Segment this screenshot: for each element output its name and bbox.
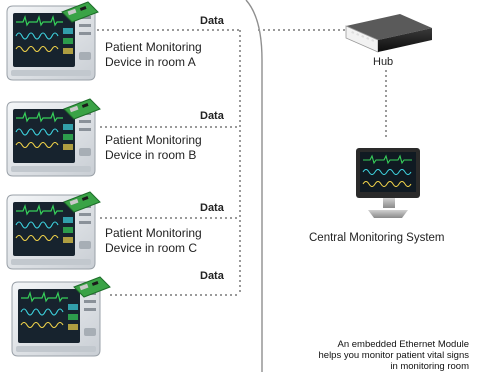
device-label-room-c: Patient Monitoring Device in room C xyxy=(105,226,202,256)
device-label-line: Device in room B xyxy=(105,148,197,162)
data-label-room-b: Data xyxy=(200,110,224,122)
footer-note: An embedded Ethernet Module helps you mo… xyxy=(259,339,470,372)
device-label-room-b: Patient Monitoring Device in room B xyxy=(105,133,202,163)
patient-monitor-icon xyxy=(6,1,99,81)
footer-line: helps you monitor patient vital signs xyxy=(318,350,470,361)
data-connectors xyxy=(92,29,387,296)
device-label-line: Device in room A xyxy=(105,55,196,69)
computer-monitor-icon xyxy=(356,148,420,218)
patient-monitor-icon xyxy=(6,191,101,270)
device-label-line: Patient Monitoring xyxy=(105,40,202,54)
device-label-line: Patient Monitoring xyxy=(105,133,202,147)
data-label-room-d: Data xyxy=(200,270,224,282)
footer-line: An embedded Ethernet Module xyxy=(337,339,469,350)
device-label-room-a: Patient Monitoring Device in room A xyxy=(105,40,202,70)
patient-monitor-icon xyxy=(6,98,101,177)
data-label-room-a: Data xyxy=(200,15,224,27)
footer-line: in monitoring room xyxy=(390,361,469,372)
network-hub-icon xyxy=(345,14,432,53)
data-label-room-c: Data xyxy=(200,202,224,214)
patient-monitor-icon xyxy=(11,276,111,357)
device-label-line: Device in room C xyxy=(105,241,198,255)
device-label-line: Patient Monitoring xyxy=(105,226,202,240)
section-divider xyxy=(245,0,263,372)
central-monitoring-label: Central Monitoring System xyxy=(309,232,445,244)
hub-label: Hub xyxy=(373,56,394,68)
